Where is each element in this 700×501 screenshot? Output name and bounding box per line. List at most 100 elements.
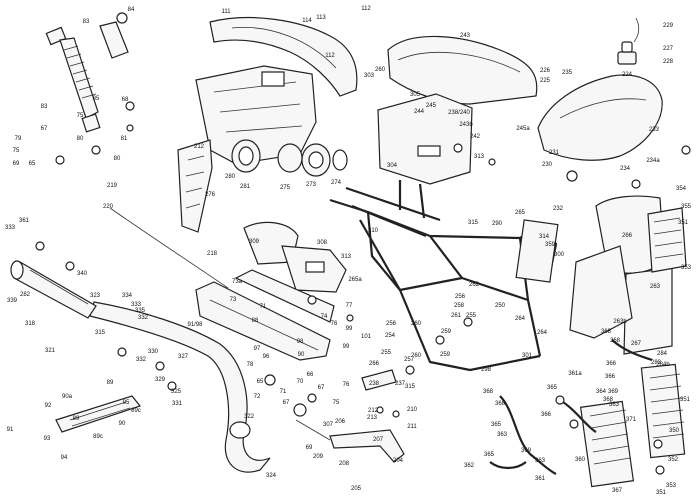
mud-flap: [177, 139, 213, 233]
coolant-hoses: [489, 339, 653, 475]
part-number-label: 89: [73, 416, 80, 422]
part-number-label: 229: [663, 23, 674, 29]
part-number-label: 359: [545, 242, 556, 248]
part-number-label: 78: [247, 362, 254, 368]
part-number-label: 263b: [613, 319, 627, 325]
part-number-label: 274: [331, 180, 342, 186]
part-number-label: 90: [298, 352, 305, 358]
part-number-label: 340: [77, 271, 88, 277]
part-number-label: 75: [333, 400, 340, 406]
part-number-label: 352: [668, 457, 679, 463]
part-number-label: 230: [542, 162, 553, 168]
part-number-label: 265a: [348, 277, 362, 283]
part-number-label: 83: [83, 19, 90, 25]
part-number-label: 282: [20, 292, 31, 298]
part-number-label: 303: [364, 73, 375, 79]
part-number-label: 351: [680, 397, 691, 403]
part-number-label: 94: [61, 455, 68, 461]
fasteners: [35, 101, 691, 475]
part-number-label: 65: [257, 379, 264, 385]
part-number-label: 81: [121, 136, 128, 142]
part-number-label: 315: [405, 384, 416, 390]
part-number-label: 313: [341, 254, 352, 260]
part-number-label: 206: [335, 419, 346, 425]
part-number-label: 224: [622, 72, 633, 78]
part-number-label: 365: [484, 452, 495, 458]
part-number-label: 90a: [62, 394, 73, 400]
part-number-label: 315: [468, 220, 479, 226]
part-number-label: 325: [171, 389, 182, 395]
part-number-label: 304: [387, 163, 398, 169]
part-number-label: 79: [15, 136, 22, 142]
part-number-label: 308: [317, 240, 328, 246]
part-number-label: 360: [575, 457, 586, 463]
part-number-label: 88: [252, 318, 259, 324]
part-number-label: 333: [5, 225, 16, 231]
part-number-label: 365: [491, 422, 502, 428]
radiator-grille: [647, 207, 687, 273]
part-number-label: 234: [620, 166, 631, 172]
part-number-label: 368: [495, 401, 506, 407]
part-number-label: 259: [441, 329, 452, 335]
part-number-label: 369: [521, 448, 532, 454]
part-number-label: 226: [540, 68, 551, 74]
intake-boot: [231, 139, 348, 177]
part-number-label: 363: [535, 458, 546, 464]
part-number-label: 305: [410, 92, 421, 98]
part-number-label: 366: [605, 374, 616, 380]
part-number-label: 219: [107, 183, 118, 189]
part-number-label: 91: [7, 427, 14, 433]
rear-fender: [209, 17, 358, 97]
part-number-label: 243b: [459, 122, 473, 128]
radiator-left: [579, 400, 635, 488]
part-number-label: 89: [107, 380, 114, 386]
part-number-label: 227: [663, 46, 674, 52]
part-number-label: 244: [414, 109, 425, 115]
part-number-label: 101: [361, 334, 372, 340]
main-frame: [329, 198, 559, 372]
part-number-label: 331: [172, 401, 183, 407]
part-number-label: 283: [651, 360, 662, 366]
part-number-label: 266: [369, 361, 380, 367]
part-number-label: 76: [343, 382, 350, 388]
part-number-label: 67: [41, 126, 48, 132]
part-number-label: 80: [114, 156, 121, 162]
part-number-label: 350: [669, 428, 680, 434]
part-number-label: 290: [492, 221, 503, 227]
part-number-label: 233: [649, 127, 660, 133]
part-number-label: 363: [609, 402, 620, 408]
part-number-label: 95: [123, 400, 130, 406]
part-number-label: 84: [128, 7, 135, 13]
part-number-label: 366: [541, 412, 552, 418]
footpeg: [361, 369, 397, 391]
part-number-label: 267: [631, 341, 642, 347]
part-number-label: 207: [373, 437, 384, 443]
part-number-label: 365: [547, 385, 558, 391]
part-number-label: 266: [622, 233, 633, 239]
part-number-label: 71: [280, 389, 287, 395]
part-number-label: 301: [522, 353, 533, 359]
part-number-label: 85: [93, 96, 100, 102]
part-number-label: 73: [230, 297, 237, 303]
cable: [109, 207, 229, 289]
part-number-label: 351: [678, 220, 689, 226]
part-number-label: 255: [381, 350, 392, 356]
part-number-label: 298: [481, 367, 492, 373]
part-number-label: 92: [45, 403, 52, 409]
part-number-label: 363: [497, 432, 508, 438]
part-number-label: 324: [266, 473, 277, 479]
part-number-label: 323: [90, 293, 101, 299]
rear-shock-absorber: [45, 12, 129, 133]
part-number-label: 259: [440, 352, 451, 358]
part-number-label: 265: [515, 210, 526, 216]
part-number-label: 76: [331, 321, 338, 327]
part-number-label: 112: [325, 53, 335, 59]
swingarm-covers: [243, 221, 347, 293]
part-number-label: 245: [426, 103, 437, 109]
part-number-label: 90: [119, 421, 126, 427]
part-number-label: 332: [138, 315, 149, 321]
part-number-label: 307: [323, 422, 334, 428]
part-number-label: 113: [316, 15, 326, 21]
